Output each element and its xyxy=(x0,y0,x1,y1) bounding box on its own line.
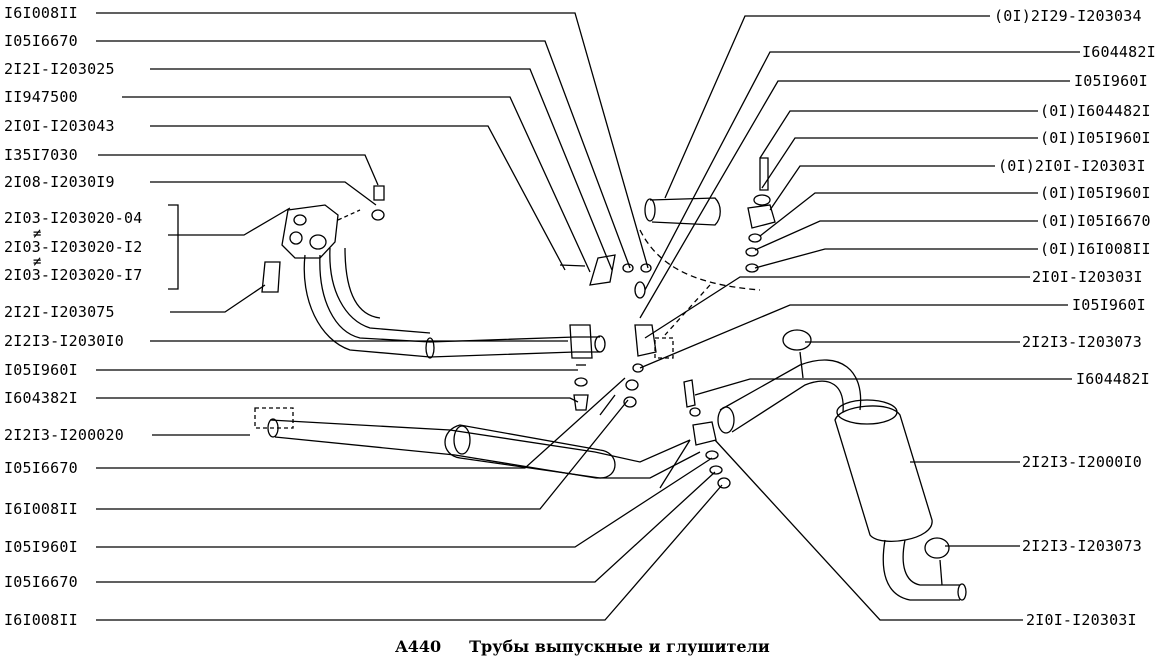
part-label-left-19: I05I6670 xyxy=(4,573,78,591)
part-label-right-9: (0I)I6I008II xyxy=(1040,240,1151,258)
part-label-right-10: 2I0I-I20303I xyxy=(1032,268,1143,286)
part-label-right-13: I604482I xyxy=(1076,370,1150,388)
part-label-right-8: (0I)I05I6670 xyxy=(1040,212,1151,230)
part-label-left-5: 2I0I-I203043 xyxy=(4,117,115,135)
part-label-right-16: 2I0I-I20303I xyxy=(1026,611,1137,629)
part-label-left-13: I05I960I xyxy=(4,361,78,379)
part-label-left-7: 2I08-I2030I9 xyxy=(4,173,115,191)
figure-code: A440 xyxy=(395,637,442,656)
part-label-left-17: I6I008II xyxy=(4,500,78,518)
part-label-left-11: 2I2I-I203075 xyxy=(4,303,115,321)
intermediate-pipe xyxy=(254,407,701,479)
part-label-left-8: 2I03-I203020-04 xyxy=(4,209,143,227)
rear-muffler xyxy=(717,329,967,601)
part-label-left-2: I05I6670 xyxy=(4,32,78,50)
part-label-left-9: 2I03-I203020-I2 xyxy=(4,238,143,256)
part-label-left-10: 2I03-I203020-I7 xyxy=(4,266,143,284)
figure-caption: A440 Трубы выпускные и глушители xyxy=(0,637,1165,656)
group-bracket xyxy=(168,204,179,290)
not-equal-symbol-2: ≠ xyxy=(33,254,42,270)
top-details xyxy=(337,157,776,489)
part-label-right-7: (0I)I05I960I xyxy=(1040,184,1151,202)
part-label-left-12: 2I2I3-I2030I0 xyxy=(4,332,124,350)
part-label-right-4: (0I)I604482I xyxy=(1040,102,1151,120)
not-equal-symbol-1: ≠ xyxy=(33,226,42,242)
part-label-right-14: 2I2I3-I2000I0 xyxy=(1022,453,1142,471)
part-label-right-12: 2I2I3-I203073 xyxy=(1022,333,1142,351)
part-label-left-4: II947500 xyxy=(4,88,78,106)
leader-lines-left xyxy=(96,12,723,621)
part-label-left-20: I6I008II xyxy=(4,611,78,629)
part-label-right-1: (0I)2I29-I203034 xyxy=(994,7,1142,25)
part-label-right-2: I604482I xyxy=(1082,43,1156,61)
part-label-left-6: I35I7030 xyxy=(4,146,78,164)
part-label-left-3: 2I2I-I203025 xyxy=(4,60,115,78)
part-label-left-1: I6I008II xyxy=(4,4,78,22)
part-label-right-11: I05I960I xyxy=(1072,296,1146,314)
part-label-right-3: I05I960I xyxy=(1074,72,1148,90)
part-label-right-15: 2I2I3-I203073 xyxy=(1022,537,1142,555)
figure-title: Трубы выпускные и глушители xyxy=(469,637,770,656)
part-label-left-16: I05I6670 xyxy=(4,459,78,477)
leader-lines-right xyxy=(639,15,1080,621)
part-label-right-6: (0I)2I0I-I20303I xyxy=(998,157,1146,175)
part-label-right-5: (0I)I05I960I xyxy=(1040,129,1151,147)
part-label-left-14: I604382I xyxy=(4,389,78,407)
front-exhaust-pipe xyxy=(261,204,606,411)
part-label-left-18: I05I960I xyxy=(4,538,78,556)
part-label-left-15: 2I2I3-I200020 xyxy=(4,426,124,444)
